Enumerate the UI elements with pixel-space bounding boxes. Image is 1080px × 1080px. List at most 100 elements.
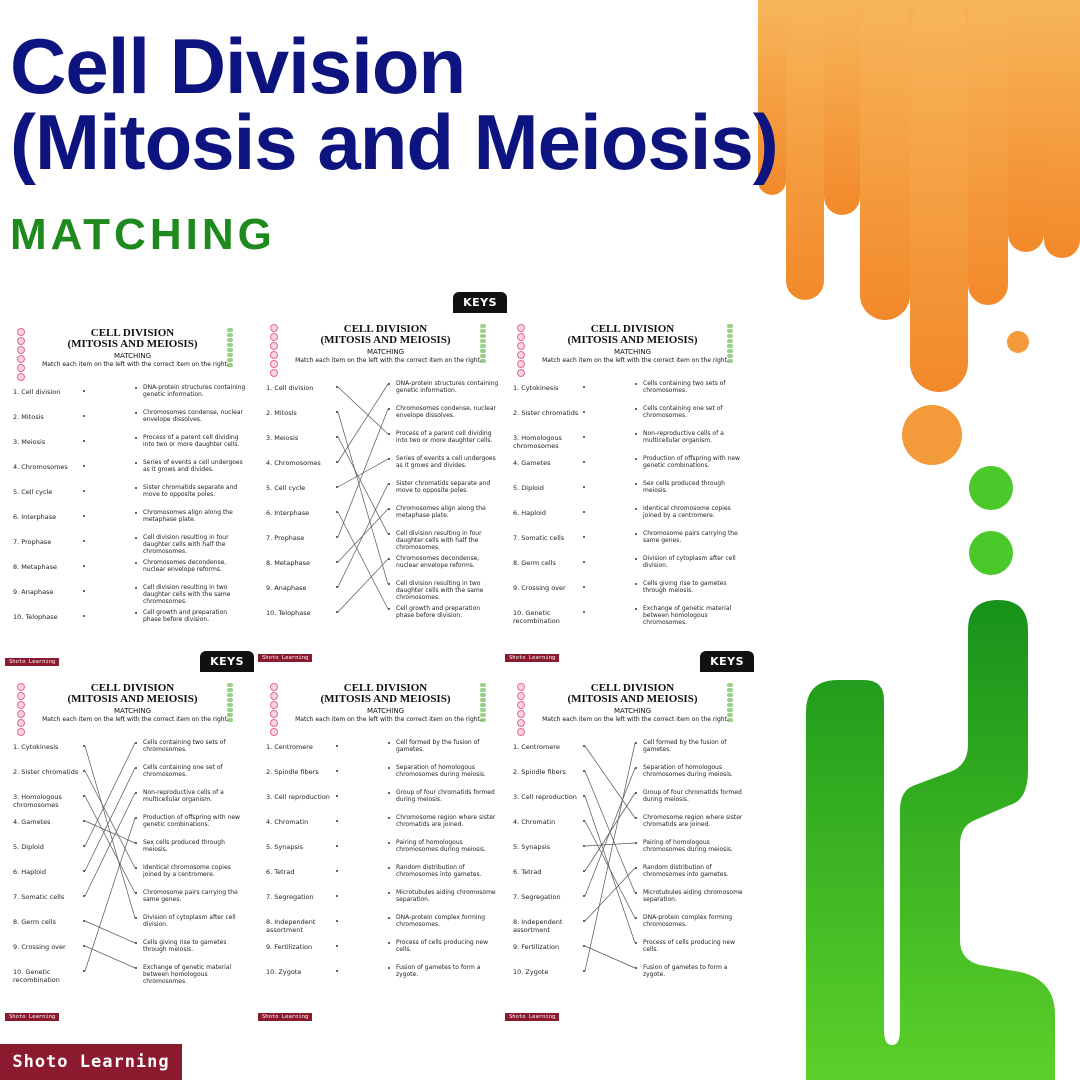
match-dot (336, 536, 338, 538)
match-dot (388, 792, 390, 794)
definition-item: Cell division resulting in two daughter … (388, 580, 500, 605)
term-item: 9. Anaphase (266, 584, 351, 609)
term-text: 2. Spindle fibers (513, 768, 566, 776)
bead-dot (517, 710, 525, 718)
dna-segment (227, 698, 233, 702)
sheet-title-line-2: (MITOSIS AND MEIOSIS) (67, 693, 198, 705)
match-dot (388, 508, 390, 510)
term-text: 9. Fertilization (266, 943, 313, 951)
sheet-subtitle: MATCHING (366, 348, 405, 356)
match-dot (635, 817, 637, 819)
match-dot (135, 412, 137, 414)
match-dot (388, 383, 390, 385)
term-item: 4. Chromosomes (13, 463, 98, 488)
term-text: 6. Tetrad (513, 868, 542, 876)
match-dot (388, 892, 390, 894)
term-item: 3. Meiosis (266, 434, 351, 459)
sheet-title-line-1: CELL DIVISION (590, 323, 675, 335)
match-dot (635, 842, 637, 844)
match-dot (583, 386, 585, 388)
definition-text: Process of a parent cell dividing into t… (396, 430, 493, 444)
dna-segment (727, 329, 733, 333)
definition-text: Process of a parent cell dividing into t… (143, 434, 240, 448)
term-item: 10. Zygote (513, 968, 598, 993)
term-text: 1. Cytokinesis (513, 384, 559, 392)
dna-segment (727, 708, 733, 712)
sheet-instruction: Match each item on the left with the cor… (42, 716, 229, 723)
term-text: 3. Homologous chromosomes (13, 793, 62, 809)
term-item: 4. Chromatin (513, 818, 598, 843)
match-dot (83, 795, 85, 797)
definition-item: Chromosomes condense, nuclear envelope d… (388, 405, 500, 430)
dna-segment (727, 683, 733, 687)
definition-text: Cell formed by the fusion of gametes. (396, 739, 480, 753)
term-item: 1. Cell division (266, 384, 351, 409)
term-item: 3. Homologous chromosomes (13, 793, 98, 818)
match-dot (635, 767, 637, 769)
match-dot (635, 558, 637, 560)
chromosome-bead-icon (17, 683, 25, 736)
term-text: 10. Telophase (266, 609, 311, 617)
definition-text: Identical chromosome copies joined by a … (643, 505, 731, 519)
bead-dot (17, 328, 25, 336)
definition-item: Fusion of gametes to form a zygote. (635, 964, 747, 989)
match-dot (336, 895, 338, 897)
term-text: 4. Chromatin (266, 818, 309, 826)
definition-text: Series of events a cell undergoes as it … (143, 459, 243, 473)
match-dot (635, 742, 637, 744)
match-dot (336, 945, 338, 947)
bead-dot (270, 342, 278, 350)
match-dot (583, 970, 585, 972)
match-dot (583, 920, 585, 922)
term-item: 5. Diploid (513, 484, 598, 509)
sheet-subtitle: MATCHING (613, 707, 652, 715)
definition-text: Group of four chromatids formed during m… (643, 789, 742, 803)
brand-badge: Shoto Learning (0, 1044, 182, 1080)
definition-text: Exchange of genetic material between hom… (143, 964, 232, 985)
match-dot (583, 461, 585, 463)
match-dot (388, 583, 390, 585)
dna-segment (480, 683, 486, 687)
definition-item: Process of a parent cell dividing into t… (388, 430, 500, 455)
dna-segment (727, 334, 733, 338)
sheet-instruction: Match each item on the left with the cor… (542, 716, 729, 723)
definition-text: Separation of homologous chromosomes dur… (643, 764, 733, 778)
orange-drips (758, 0, 1080, 465)
definition-text: Chromosome pairs carrying the same genes… (643, 530, 738, 544)
definition-item: Cells containing one set of chromosomes. (635, 405, 747, 430)
term-text: 1. Centromere (266, 743, 313, 751)
match-dot (336, 386, 338, 388)
term-item: 8. Metaphase (266, 559, 351, 584)
match-dot (83, 490, 85, 492)
green-shapes (806, 466, 1055, 1080)
bead-dot (270, 683, 278, 691)
definition-text: DNA-protein structures containing geneti… (143, 384, 246, 398)
term-item: 5. Cell cycle (266, 484, 351, 509)
match-dot (83, 745, 85, 747)
sheet-title: CELL DIVISION(MITOSIS AND MEIOSIS) (545, 683, 720, 705)
term-item: 1. Centromere (266, 743, 351, 768)
match-dot (388, 817, 390, 819)
match-dot (635, 383, 637, 385)
bead-dot (517, 333, 525, 341)
term-text: 9. Fertilization (513, 943, 560, 951)
match-dot (336, 870, 338, 872)
match-dot (635, 967, 637, 969)
match-dot (135, 742, 137, 744)
term-item: 6. Interphase (13, 513, 98, 538)
definition-text: Pairing of homologous chromosomes during… (643, 839, 733, 853)
definition-item: Chromosome region where sister chromatid… (635, 814, 747, 839)
definition-item: Cells containing one set of chromosomes. (135, 764, 247, 789)
dna-segment (227, 363, 233, 367)
term-text: 5. Synapsis (513, 843, 551, 851)
match-dot (583, 820, 585, 822)
match-dot (388, 842, 390, 844)
definition-text: Group of four chromatids formed during m… (396, 789, 495, 803)
sheet-title: CELL DIVISION(MITOSIS AND MEIOSIS) (45, 328, 220, 350)
sheet-brand-badge: Shoto Learning (258, 654, 313, 662)
match-dot (135, 967, 137, 969)
match-dot (635, 508, 637, 510)
